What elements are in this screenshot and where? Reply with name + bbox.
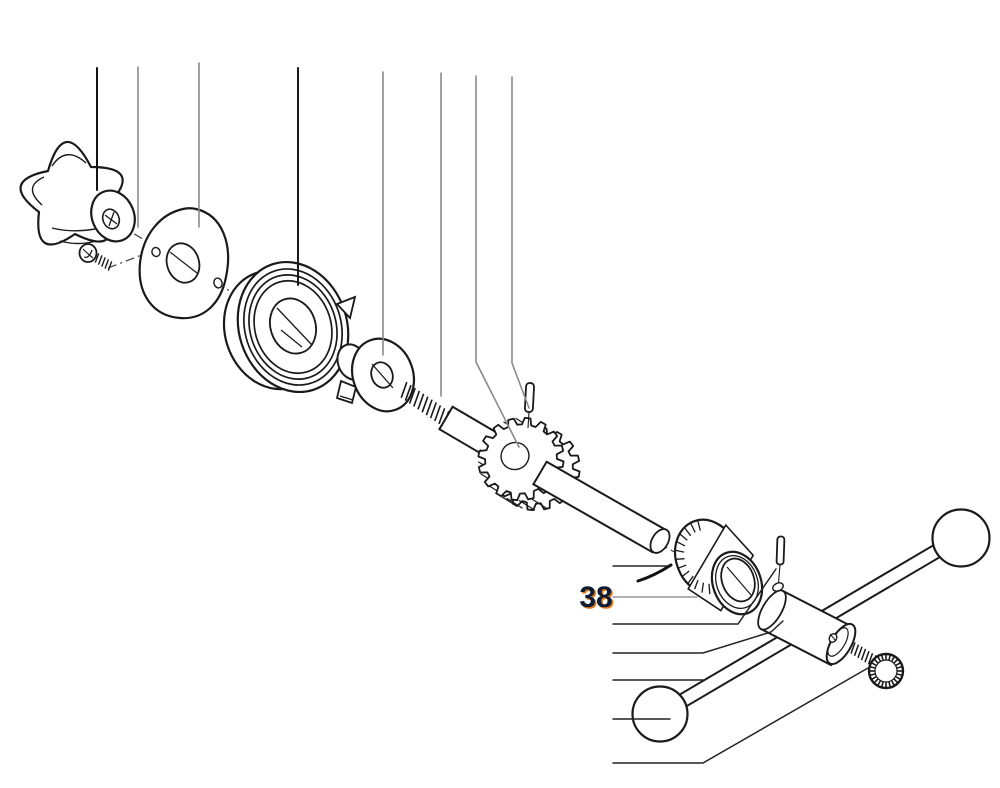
thumbscrew — [850, 642, 905, 690]
callout-38: 38 38 — [579, 581, 614, 616]
clamp-hub — [757, 582, 857, 667]
leader-thumbscrew — [612, 667, 869, 764]
star-knob — [19, 140, 136, 246]
leader-lines-top — [96, 62, 530, 448]
clamp-pin — [775, 535, 786, 584]
spiral-spring — [222, 260, 357, 394]
cover-plate — [138, 207, 230, 320]
leader-gear — [475, 75, 520, 448]
roller-pointer-curve — [636, 563, 673, 583]
knurled-roller — [674, 518, 764, 616]
tab-washer — [335, 337, 416, 413]
leader-lines-bottom — [612, 565, 869, 764]
thumbscrew-knurl — [868, 653, 904, 689]
clamp-pin-hole — [772, 582, 784, 592]
callout-38-label: 38 — [579, 581, 612, 614]
leader-clamp-pin — [612, 568, 777, 625]
callout-38-fringe: 38 — [581, 583, 614, 616]
handle-ball-upper — [931, 508, 991, 568]
shaft-lower-segment — [532, 460, 671, 554]
leader-gear-pin — [511, 76, 530, 409]
handle-ball-lower — [631, 685, 689, 743]
roller-knurl-hatch — [674, 520, 719, 595]
leader-clamp — [612, 620, 784, 654]
knob-screw-thread — [94, 253, 113, 271]
knob-screw — [78, 243, 113, 271]
